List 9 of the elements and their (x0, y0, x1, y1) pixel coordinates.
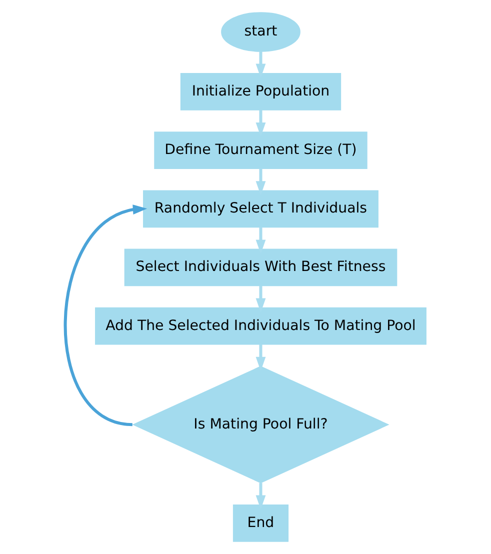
node-box: Randomly Select T Individuals (143, 190, 378, 228)
node-box: Add The Selected Individuals To Mating Pool (95, 307, 426, 345)
node-box: Define Tournament Size (T) (154, 132, 368, 169)
node-ellipse: start (221, 12, 300, 52)
arrow (64, 204, 148, 426)
node-box: Select Individuals With Best Fitness (124, 248, 398, 286)
node-diamond: Is Mating Pool Full? (132, 366, 390, 484)
node-box: End (232, 504, 289, 542)
node-box: Initialize Population (180, 72, 342, 110)
